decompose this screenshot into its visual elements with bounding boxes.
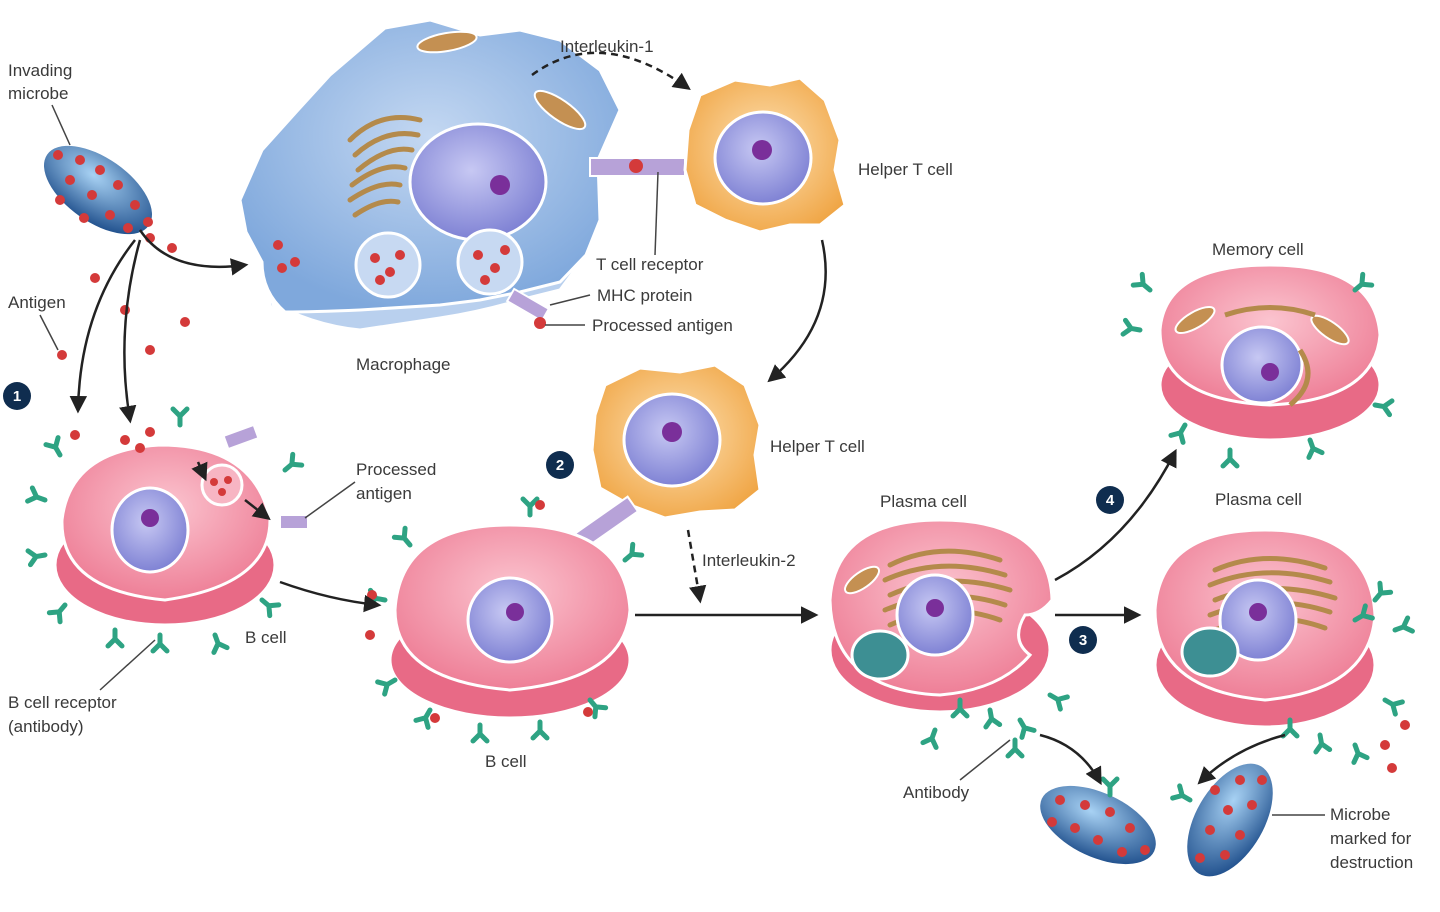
svg-text:4: 4 bbox=[1106, 492, 1115, 509]
leader-lines bbox=[39, 104, 1325, 816]
macrophage bbox=[238, 18, 686, 332]
macrophage-nucleolus bbox=[490, 175, 510, 195]
label-b-cell-first: B cell bbox=[245, 628, 287, 647]
label-t-cell-receptor: T cell receptor bbox=[596, 255, 704, 274]
label-antibody: Antibody bbox=[903, 783, 970, 802]
plasma-cell-2 bbox=[1153, 528, 1412, 773]
arrows bbox=[69, 51, 1286, 786]
label-processed-antigen-macrophage: Processed antigen bbox=[592, 316, 733, 335]
helper-t-cell-mid bbox=[560, 363, 762, 559]
svg-text:3: 3 bbox=[1079, 632, 1087, 649]
svg-text:1: 1 bbox=[13, 388, 21, 405]
label-helper-t-cell-mid: Helper T cell bbox=[770, 437, 865, 456]
step-marker-2: 2 bbox=[546, 451, 574, 479]
b-cell-second bbox=[365, 499, 642, 741]
label-b-cell-receptor-1: B cell receptor bbox=[8, 693, 117, 712]
label-invading-microbe-1: Invading bbox=[8, 61, 72, 80]
label-b-cell-second: B cell bbox=[485, 752, 527, 771]
label-interleukin-1: Interleukin-1 bbox=[560, 37, 654, 56]
label-macrophage: Macrophage bbox=[356, 355, 451, 374]
label-plasma-cell-2: Plasma cell bbox=[1215, 490, 1302, 509]
memory-cell bbox=[1123, 263, 1392, 466]
label-microbe-marked-2: marked for bbox=[1330, 829, 1412, 848]
label-invading-microbe-2: microbe bbox=[8, 84, 68, 103]
label-helper-t-cell-top: Helper T cell bbox=[858, 160, 953, 179]
presented-antigen bbox=[629, 159, 643, 173]
step-marker-3: 3 bbox=[1069, 626, 1097, 654]
label-processed-antigen-b-1: Processed bbox=[356, 460, 436, 479]
label-antigen: Antigen bbox=[8, 293, 66, 312]
label-mhc-protein: MHC protein bbox=[597, 286, 692, 305]
marked-microbe-right bbox=[1170, 763, 1273, 877]
marked-microbe-left bbox=[1040, 770, 1156, 865]
label-microbe-marked-3: destruction bbox=[1330, 853, 1413, 872]
label-microbe-marked-1: Microbe bbox=[1330, 805, 1390, 824]
svg-text:2: 2 bbox=[556, 457, 564, 474]
b-cell-first bbox=[28, 409, 309, 652]
label-interleukin-2: Interleukin-2 bbox=[702, 551, 796, 570]
step-marker-1: 1 bbox=[3, 382, 31, 410]
macrophage-nucleus bbox=[408, 122, 548, 242]
helper-t-cell-top bbox=[683, 76, 847, 234]
label-processed-antigen-b-2: antigen bbox=[356, 484, 412, 503]
invading-microbe bbox=[43, 145, 153, 235]
label-memory-cell: Memory cell bbox=[1212, 240, 1304, 259]
step-marker-4: 4 bbox=[1096, 486, 1124, 514]
plasma-cell-1 bbox=[828, 518, 1067, 756]
label-plasma-cell-1: Plasma cell bbox=[880, 492, 967, 511]
label-b-cell-receptor-2: (antibody) bbox=[8, 717, 84, 736]
